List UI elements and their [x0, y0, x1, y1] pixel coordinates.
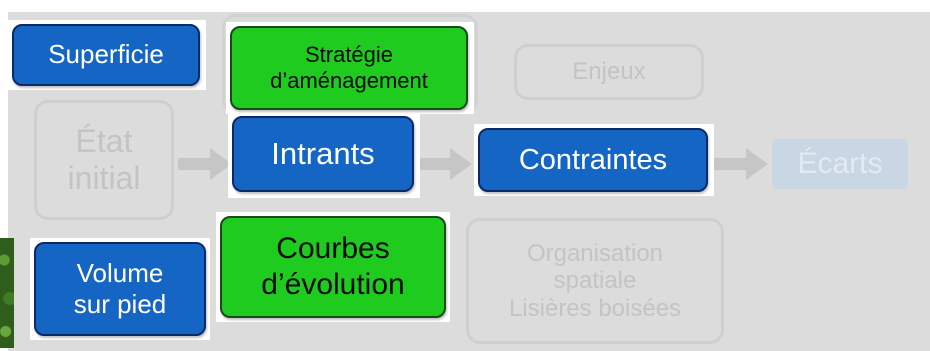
superficie-box: Superficie: [12, 24, 200, 86]
organisation-box: Organisation spatiale Lisières boisées: [466, 218, 724, 344]
intrants-label: Intrants: [271, 136, 375, 172]
strategie-line-2: d’aménagement: [270, 68, 428, 93]
right-arrow-icon: [178, 148, 232, 180]
courbes-line-1: Courbes: [276, 232, 390, 265]
volume-box: Volume sur pied: [34, 242, 206, 336]
organisation-line-1: Organisation: [526, 239, 664, 267]
courbes-line-2: d’évolution: [261, 268, 405, 301]
enjeux-label: Enjeux: [572, 58, 646, 86]
etat-initial-box: État initial: [34, 100, 174, 220]
etat-initial-line-2: initial: [67, 160, 141, 196]
etat-initial-line-1: État: [75, 123, 133, 160]
foliage-photo-edge: [0, 238, 14, 348]
right-arrow-icon: [418, 148, 472, 180]
superficie-label: Superficie: [48, 39, 164, 70]
ecarts-box: Écarts: [772, 139, 908, 189]
contraintes-box: Contraintes: [478, 128, 708, 192]
organisation-line-3: Lisières boisées: [508, 294, 682, 322]
right-arrow-icon: [714, 148, 768, 180]
volume-line-1: Volume: [76, 257, 164, 288]
organisation-line-2: spatiale: [553, 267, 637, 295]
intrants-box: Intrants: [232, 116, 414, 192]
strategie-line-1: Stratégie: [304, 41, 394, 67]
contraintes-label: Contraintes: [518, 143, 668, 176]
strategie-box: Stratégie d’aménagement: [230, 26, 468, 110]
volume-line-2: sur pied: [73, 289, 167, 319]
courbes-box: Courbes d’évolution: [220, 216, 446, 318]
ecarts-label: Écarts: [797, 147, 883, 180]
enjeux-box: Enjeux: [514, 44, 704, 100]
